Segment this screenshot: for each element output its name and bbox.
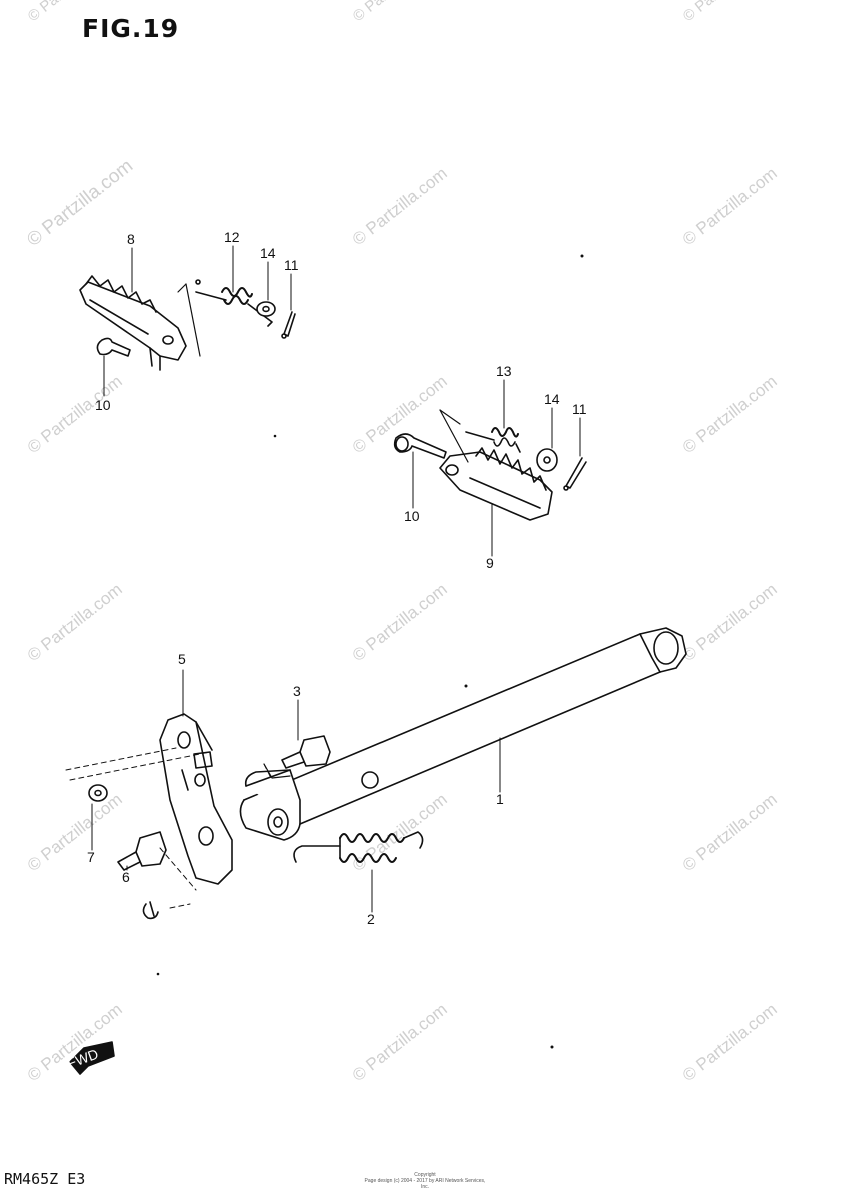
model-code: RM465Z E3 (4, 1170, 86, 1188)
cotter-pin-right (563, 457, 587, 491)
washer-left (256, 301, 276, 317)
washer-7 (88, 784, 108, 802)
footpeg-pin-right (393, 433, 447, 459)
callout-10a: 10 (95, 397, 111, 413)
spring-left (195, 279, 273, 327)
callout-8: 8 (127, 231, 135, 247)
alignment-lines (65, 747, 273, 909)
copyright-line-1: Copyright (414, 1172, 436, 1178)
callout-7: 7 (87, 849, 95, 865)
footpeg-left (79, 275, 201, 371)
callout-14b: 14 (544, 391, 560, 407)
callout-5: 5 (178, 651, 186, 667)
callout-13: 13 (496, 363, 512, 379)
footpeg-right (439, 409, 553, 521)
callout-2: 2 (367, 911, 375, 927)
cotter-pin-left (281, 311, 296, 339)
callout-14a: 14 (260, 245, 276, 261)
stand-bolt-6 (117, 831, 167, 871)
callout-6: 6 (122, 869, 130, 885)
copyright-notice: Copyright Page design (c) 2004 - 2017 by… (360, 1172, 490, 1190)
fwd-arrow-icon (69, 1041, 115, 1075)
leader-lines (91, 245, 581, 913)
clip-lower (142, 901, 159, 920)
side-stand (239, 627, 687, 841)
callout-11b: 11 (572, 401, 587, 417)
footpeg-pin-left (96, 337, 131, 357)
callout-3: 3 (293, 683, 301, 699)
callout-11a: 11 (284, 257, 299, 273)
callout-1: 1 (496, 791, 504, 807)
callout-numbers: 8 12 14 11 10 13 14 11 10 9 5 3 1 7 6 2 (87, 229, 587, 927)
stand-bracket (159, 713, 233, 885)
stand-spring (293, 831, 424, 863)
figure-title: FIG.19 (82, 14, 180, 43)
callout-9: 9 (486, 555, 494, 571)
callout-12: 12 (224, 229, 240, 245)
spring-right (465, 427, 521, 453)
callout-10b: 10 (404, 508, 420, 524)
washer-right (536, 448, 558, 472)
copyright-line-2: Page design (c) 2004 - 2017 by ARI Netwo… (364, 1178, 486, 1190)
